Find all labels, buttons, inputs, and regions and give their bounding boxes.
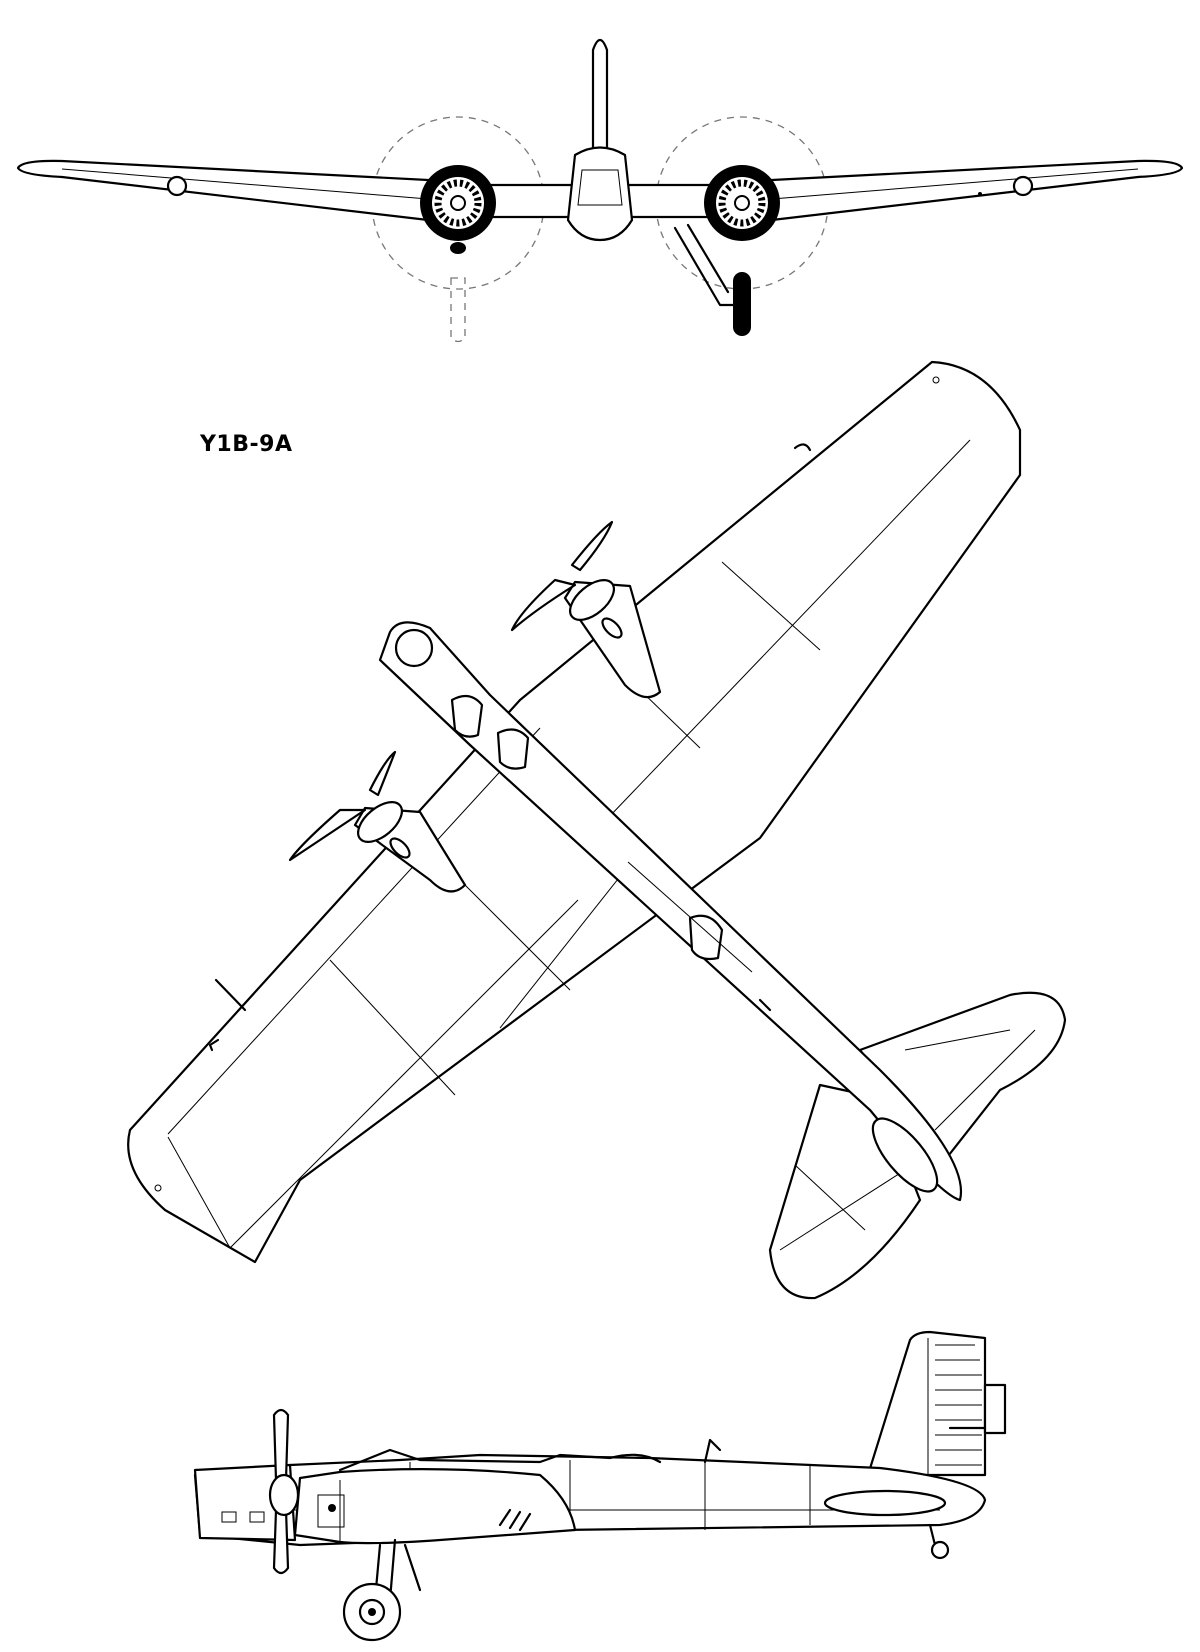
nose-turret-plan (394, 628, 434, 668)
right-engine-front (704, 165, 780, 241)
left-engine-front (420, 165, 496, 254)
propeller-blade-down-side (272, 1508, 290, 1575)
right-wing-front (770, 159, 1184, 222)
left-wing-front (16, 159, 430, 222)
left-propeller-blade-b (368, 750, 397, 797)
right-engine-plan (510, 520, 662, 699)
plan-view (127, 360, 1067, 1300)
tail-fairing-side (823, 1489, 947, 1517)
spinner-side (268, 1473, 300, 1517)
gunner-cockpit-plan (688, 914, 724, 961)
engine-nacelle-side (293, 1468, 577, 1545)
tail-fin-plan (871, 1117, 939, 1193)
left-engine-plan (288, 750, 467, 893)
nose-turret-side (193, 1463, 297, 1542)
front-view (16, 38, 1184, 343)
propeller-blade-up-side (272, 1408, 290, 1482)
fin-front (591, 38, 609, 152)
right-wing-insignia (1012, 175, 1034, 197)
pilot-cockpit-plan (450, 694, 484, 738)
right-propeller-blade-a (510, 578, 577, 632)
rear-gun-side (703, 1438, 722, 1464)
copilot-cockpit-plan (496, 728, 530, 770)
rudder-balance (983, 1383, 1007, 1435)
side-view (193, 1330, 1007, 1642)
right-tailplane-plan (858, 991, 1067, 1162)
main-gear-front (673, 223, 751, 336)
left-wing-insignia (166, 175, 188, 197)
aircraft-designation: Y1B-9A (200, 432, 293, 457)
gear-phantom (450, 277, 466, 343)
cockpit-canopy-side (338, 1448, 662, 1472)
fuselage-front (566, 146, 634, 242)
left-propeller-blade-a (288, 808, 367, 862)
right-propeller-blade-b (570, 520, 614, 572)
tail-wheel-side (930, 1540, 950, 1560)
vertical-fin-side (866, 1330, 987, 1477)
